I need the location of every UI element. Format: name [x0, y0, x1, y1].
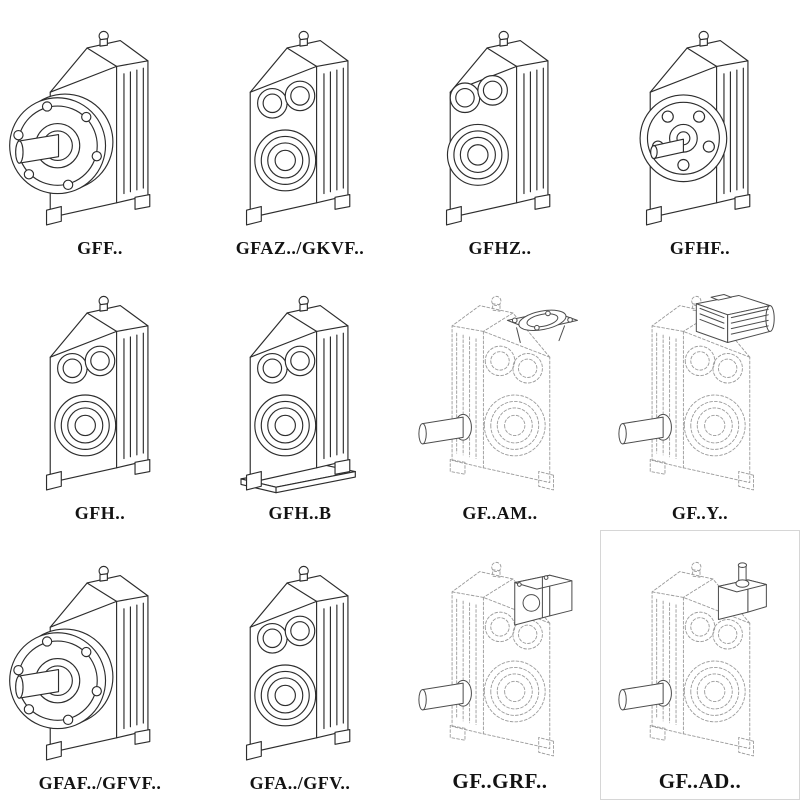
top-mount-flange — [506, 306, 578, 343]
gearbox-line-drawing — [9, 565, 151, 761]
gearbox-line-drawing — [639, 30, 751, 226]
model-label: GFHF.. — [669, 238, 731, 258]
gearbox-line-drawing — [245, 30, 351, 226]
output-flange — [639, 94, 728, 183]
catalog-cell: GF..GRF.. — [400, 530, 600, 800]
shaft-bores — [483, 611, 546, 723]
model-label: GFAZ../GKVF.. — [235, 238, 365, 258]
catalog-cell: GFH..B — [200, 265, 400, 530]
model-label: GFH..B — [268, 503, 332, 523]
shaft-bores — [683, 345, 746, 457]
catalog-cell: GF..AD.. — [600, 530, 800, 800]
model-label: GF..AD.. — [658, 769, 742, 793]
output-shaft — [618, 413, 672, 445]
model-label: GFHZ.. — [468, 238, 532, 258]
input-shaft-adapter — [717, 562, 767, 621]
model-label: GF..GRF.. — [452, 769, 548, 793]
catalog-cell: GFAZ../GKVF.. — [200, 0, 400, 265]
model-label: GF..AM.. — [462, 503, 538, 523]
motor-unit — [695, 294, 775, 343]
gearbox-line-drawing — [618, 294, 775, 491]
gearbox-line-drawing — [418, 295, 578, 491]
catalog-cell: GFF.. — [0, 0, 200, 265]
catalog-cell: GFA../GFV.. — [200, 530, 400, 800]
gearbox-line-drawing — [245, 565, 351, 761]
model-label: GFAF../GFVF.. — [38, 773, 162, 793]
model-label: GFF.. — [77, 238, 123, 258]
model-label: GFH.. — [74, 503, 126, 523]
shaft-bores — [483, 345, 546, 457]
gearbox-housing — [445, 30, 551, 226]
gearbox-housing — [245, 565, 351, 761]
gearbox-line-drawing — [45, 295, 151, 491]
shaft-bores — [683, 611, 746, 723]
input-adapter — [514, 574, 573, 626]
gearbox-line-drawing — [418, 561, 573, 757]
gearbox-housing — [45, 295, 151, 491]
gearbox-housing — [245, 295, 351, 491]
gearbox-housing — [245, 30, 351, 226]
model-label: GF..Y.. — [671, 503, 729, 523]
output-shaft — [618, 679, 672, 711]
catalog-cell: GFHZ.. — [400, 0, 600, 265]
catalog-cell: GFH.. — [0, 265, 200, 530]
gearbox-line-drawing — [618, 561, 767, 757]
gearbox-line-drawing — [240, 295, 356, 494]
catalog-cell: GF..Y.. — [600, 265, 800, 530]
gearbox-line-drawing — [445, 30, 551, 226]
gearbox-line-drawing — [9, 30, 151, 226]
output-shaft — [418, 413, 472, 445]
output-shaft — [418, 679, 472, 711]
catalog-cell: GFAF../GFVF.. — [0, 530, 200, 800]
catalog-cell: GF..AM.. — [400, 265, 600, 530]
model-label: GFA../GFV.. — [249, 773, 351, 793]
catalog-cell: GFHF.. — [600, 0, 800, 265]
